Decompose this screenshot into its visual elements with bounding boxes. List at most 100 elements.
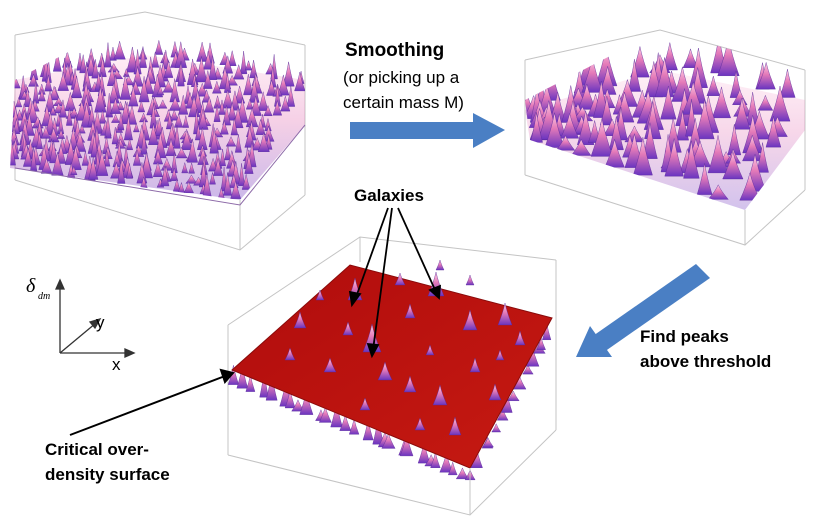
smoothed-peak (742, 115, 764, 154)
raw-peak (274, 85, 281, 107)
raw-peak (213, 95, 222, 109)
smoothed-peak (530, 112, 543, 143)
smoothed-peak (570, 138, 592, 156)
smoothed-peak (688, 48, 708, 88)
smoothed-peak (756, 142, 769, 173)
raw-peak (208, 55, 218, 80)
raw-peak (131, 66, 144, 87)
raw-peak (197, 127, 208, 150)
smoothed-peak (633, 137, 653, 176)
raw-peak (213, 104, 221, 122)
raw-peak (223, 172, 232, 196)
smoothed-peak (757, 94, 774, 111)
raw-peak (204, 96, 215, 113)
raw-peak (188, 162, 195, 174)
raw-peak (241, 174, 251, 190)
raw-peak (177, 182, 186, 193)
galaxy-peak (432, 384, 448, 406)
raw-peak (56, 128, 66, 139)
raw-peak (212, 81, 222, 94)
galaxy-peak (448, 416, 462, 436)
smoothed-peak (696, 163, 713, 195)
sub-threshold-peak (491, 423, 502, 433)
raw-peak (114, 138, 126, 149)
raw-peak (245, 107, 259, 128)
galaxy-peaks (284, 259, 526, 436)
galaxy-peak (377, 361, 393, 381)
galaxy-peak (495, 349, 505, 361)
raw-peak (202, 172, 212, 198)
sub-threshold-peak (507, 390, 520, 401)
raw-peak (160, 157, 173, 171)
raw-peak (104, 114, 112, 139)
raw-peak (170, 41, 180, 58)
raw-peak (103, 150, 111, 167)
raw-peak (95, 149, 109, 176)
threshold-field-box (227, 236, 557, 516)
raw-peak (213, 158, 224, 176)
raw-peak (264, 118, 272, 132)
raw-peak (117, 111, 125, 131)
raw-peak (30, 146, 38, 171)
raw-peak (112, 151, 122, 168)
raw-peak (115, 132, 127, 146)
smoothed-density-field-box (524, 29, 806, 246)
smoothed-peak (616, 78, 639, 107)
raw-peak (196, 42, 209, 62)
raw-peak (218, 99, 226, 115)
raw-peak (244, 153, 254, 174)
smoothed-peak (707, 184, 729, 200)
raw-peak (244, 60, 253, 71)
sub-threshold-peak (482, 437, 494, 448)
smoothed-peak (707, 135, 729, 174)
raw-peak (181, 162, 189, 174)
raw-peak (240, 51, 248, 75)
galaxy-pointer-lines (348, 207, 442, 359)
smoothed-peak (681, 81, 705, 115)
raw-peak (78, 123, 86, 134)
raw-peak (234, 134, 242, 153)
raw-peak (52, 50, 62, 72)
raw-peak (138, 46, 147, 68)
raw-peak (58, 99, 68, 118)
raw-peak (227, 50, 237, 66)
galaxy-peak (293, 311, 307, 329)
raw-peak (126, 104, 137, 125)
raw-peak (123, 68, 130, 77)
galaxy-peak (342, 321, 354, 336)
raw-peak (57, 71, 69, 91)
raw-peak (257, 91, 269, 111)
galaxy-peak (284, 347, 296, 361)
raw-peak (197, 147, 209, 165)
raw-density-peaks (10, 40, 305, 200)
smoothed-peak (608, 116, 624, 151)
axes-indicator (54, 278, 136, 359)
galaxy-peak (465, 274, 475, 286)
raw-peak (174, 113, 184, 128)
axis-delta-symbol: δ (26, 275, 36, 297)
raw-peak (170, 152, 178, 174)
raw-peak (119, 74, 131, 100)
galaxy-peak (394, 272, 406, 286)
raw-peak (128, 85, 139, 107)
raw-peak (245, 99, 254, 110)
axis-delta-subscript: dm (38, 291, 51, 302)
raw-peak (249, 77, 260, 103)
raw-peak (186, 138, 198, 163)
raw-peak (183, 180, 194, 194)
raw-peak (227, 102, 237, 121)
galaxy-peak (414, 417, 426, 431)
smoothed-peak (711, 86, 731, 119)
raw-peak (126, 138, 134, 151)
galaxy-peak (497, 302, 513, 326)
raw-peak (160, 165, 170, 187)
raw-peak (165, 138, 177, 156)
raw-peak (10, 139, 16, 166)
raw-peak (36, 132, 43, 149)
raw-peak (249, 60, 258, 79)
find-peaks-label-line1: Find peaks (640, 327, 729, 346)
raw-peak (154, 40, 164, 55)
smoothed-peak (598, 66, 617, 95)
raw-peak (15, 97, 23, 108)
